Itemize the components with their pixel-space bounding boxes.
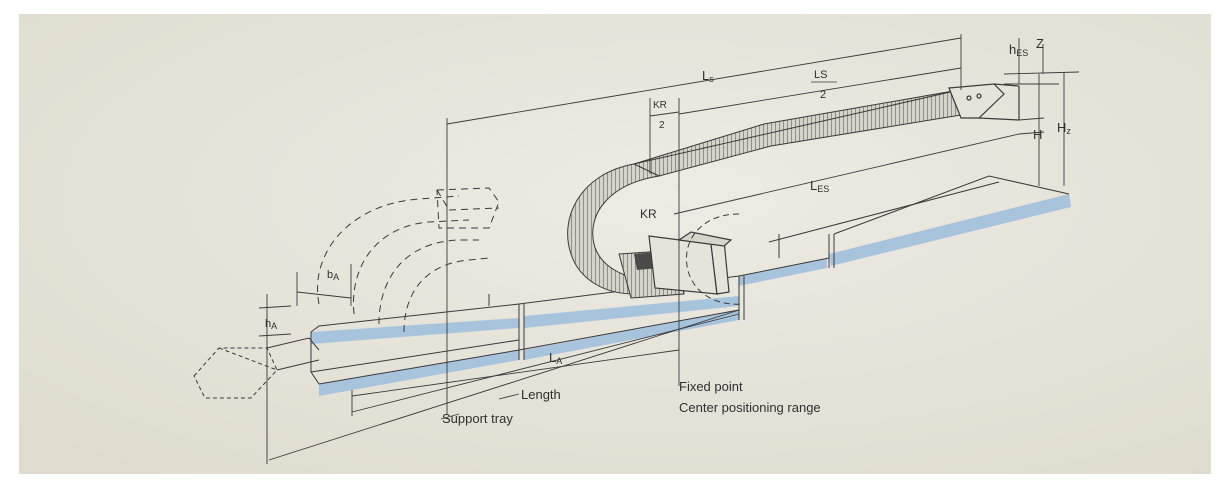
- dimension-lines: [258, 34, 1080, 464]
- tray-strip-right: [829, 194, 1071, 266]
- svg-text:bA: bA: [327, 269, 339, 282]
- label-la: L: [549, 350, 556, 365]
- dim-ls-line: [446, 37, 962, 125]
- label-length: Length: [521, 387, 561, 402]
- tray-strip-mid-lower: [524, 310, 739, 360]
- label-kr-half-num: KR: [653, 100, 667, 111]
- svg-text:hES: hES: [1009, 42, 1028, 58]
- dim-les-line: [673, 133, 1020, 215]
- svg-text:hA: hA: [265, 318, 277, 331]
- energy-chain: [567, 83, 1020, 299]
- label-ha: h: [265, 318, 271, 330]
- label-kr-half-den: 2: [659, 120, 665, 131]
- labels: Ls LS 2 KR 2 hES Z H Hz LES KR bA hA LA …: [265, 36, 1071, 426]
- tray-strip-left-floor: [311, 318, 519, 344]
- label-ls: L: [702, 68, 709, 83]
- tray-strip-right-2: [739, 258, 827, 286]
- paper-background: [19, 14, 1211, 474]
- tray-strip-left-lower: [319, 350, 519, 396]
- svg-text:LA: LA: [549, 350, 562, 366]
- svg-text:Ls: Ls: [702, 68, 714, 84]
- svg-text:Hz: Hz: [1057, 120, 1071, 136]
- ghost-chain-dashed: [317, 187, 500, 333]
- label-ls-half-num: LS: [814, 69, 827, 81]
- label-support-tray: Support tray: [442, 411, 513, 426]
- label-hes: h: [1009, 42, 1016, 57]
- svg-text:LES: LES: [810, 178, 829, 194]
- dim-ls-half-line: [678, 67, 962, 115]
- support-tray-outline: [310, 175, 1070, 385]
- label-ba: b: [327, 269, 333, 281]
- label-kr: KR: [640, 207, 657, 221]
- label-les: L: [810, 178, 817, 193]
- tray-strip-mid-floor: [524, 296, 739, 328]
- ghost-bend-right: [685, 213, 745, 305]
- technical-drawing-sheet: Ls LS 2 KR 2 hES Z H Hz LES KR bA hA LA …: [19, 14, 1211, 474]
- label-z: Z: [1036, 36, 1044, 51]
- label-center-positioning-range: Center positioning range: [679, 400, 821, 415]
- label-fixed-point: Fixed point: [679, 379, 743, 394]
- right-end-bracket: [948, 83, 1020, 121]
- label-ls-half-den: 2: [820, 89, 826, 101]
- dim-support-tray-line: [268, 309, 740, 461]
- label-hz: H: [1057, 120, 1066, 135]
- dim-la-line: [351, 349, 680, 397]
- label-h: H: [1033, 127, 1042, 142]
- fixed-end-bracket: [648, 231, 733, 295]
- support-tray-blue-strips: [311, 194, 1071, 396]
